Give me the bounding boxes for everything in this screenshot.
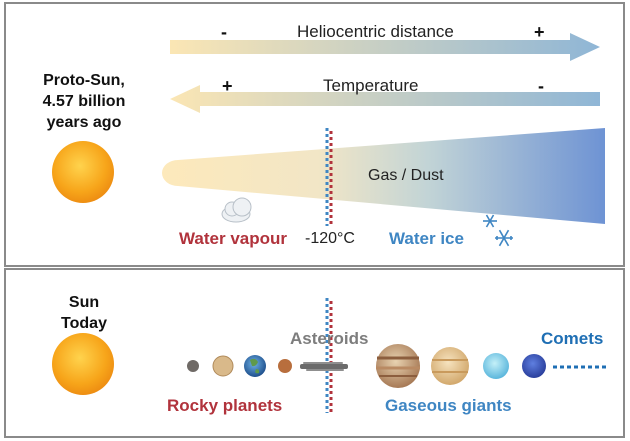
proto-sun-label-line-2: 4.57 billion: [42, 93, 126, 110]
water-vapour-label: Water vapour: [179, 229, 288, 248]
snow-line-temperature: -120°C: [305, 230, 355, 247]
planet-uranus: [483, 353, 509, 379]
planet-mars: [278, 359, 292, 373]
snow-line-bottom: [325, 298, 333, 413]
earth-land: [250, 358, 260, 374]
asteroid-belt: [300, 362, 348, 371]
water-ice-label: Water ice: [389, 229, 464, 248]
temperature-arrow: [170, 85, 600, 113]
planet-venus: [212, 355, 234, 377]
distance-minus-sign: -: [221, 22, 227, 42]
proto-sun-label-line-1: Proto-Sun,: [43, 72, 125, 89]
temperature-arrow-label: Temperature: [323, 76, 419, 95]
cloud-icon: [221, 197, 252, 223]
distance-arrow-label: Heliocentric distance: [297, 22, 454, 41]
temperature-plus-sign: +: [222, 76, 233, 96]
snowflake-icon: [483, 214, 513, 247]
sun-today-label-line-1: Sun: [68, 294, 100, 311]
proto-sun-panel: [4, 2, 625, 267]
snow-line-top: [325, 128, 333, 226]
distance-arrow: [170, 33, 600, 61]
proto-sun-label-line-3: years ago: [46, 114, 122, 131]
planet-neptune: [522, 354, 546, 378]
planet-mercury: [187, 360, 199, 372]
asteroids-label: Asteroids: [290, 329, 369, 348]
temperature-minus-sign: -: [538, 76, 544, 96]
sun-today-panel: [4, 268, 625, 438]
protoplanetary-disk: [162, 128, 605, 224]
comets-label: Comets: [541, 329, 604, 348]
sun-today-label: Sun Today: [40, 292, 128, 334]
rocky-planets-label: Rocky planets: [167, 396, 283, 415]
planet-earth: [244, 355, 266, 377]
planet-jupiter: [376, 344, 420, 388]
proto-sun: [52, 141, 114, 203]
planet-saturn: [431, 347, 469, 385]
sun-today-label-line-2: Today: [61, 315, 107, 332]
disk-label: Gas / Dust: [368, 167, 444, 184]
gaseous-giants-label: Gaseous giants: [385, 396, 512, 415]
proto-sun-label: Proto-Sun, 4.57 billion years ago: [20, 70, 148, 133]
distance-plus-sign: +: [534, 22, 545, 42]
sun-today: [52, 333, 114, 395]
